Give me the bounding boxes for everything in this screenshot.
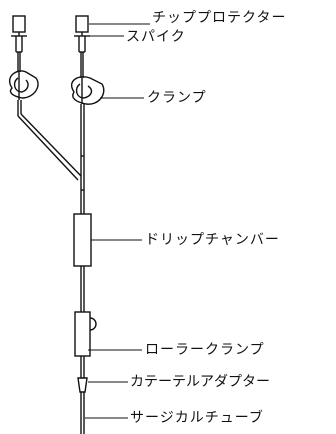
catheter-adapter bbox=[77, 377, 88, 393]
lower-tube bbox=[80, 266, 85, 312]
left-spike bbox=[11, 15, 27, 72]
left-tube bbox=[17, 100, 82, 181]
label-catheter-adapter: カテーテルアダプター bbox=[130, 374, 270, 390]
right-spike bbox=[74, 15, 90, 78]
label-drip-chamber: ドリップチャンバー bbox=[145, 232, 280, 248]
leader-lines bbox=[85, 23, 150, 419]
main-tube bbox=[80, 104, 85, 214]
label-spike: スパイク bbox=[126, 29, 186, 45]
roller-clamp bbox=[74, 311, 97, 357]
left-clamp bbox=[8, 70, 39, 100]
surgical-tube-line bbox=[80, 392, 85, 434]
label-clamp: クランプ bbox=[147, 90, 207, 106]
drip-chamber bbox=[73, 213, 92, 267]
right-clamp bbox=[71, 76, 105, 105]
tube-to-adapter bbox=[80, 356, 85, 378]
label-surgical-tube: サージカルチューブ bbox=[130, 410, 264, 426]
label-tip-protector: チッププロテクター bbox=[152, 10, 287, 26]
label-roller-clamp: ローラークランプ bbox=[145, 342, 265, 358]
